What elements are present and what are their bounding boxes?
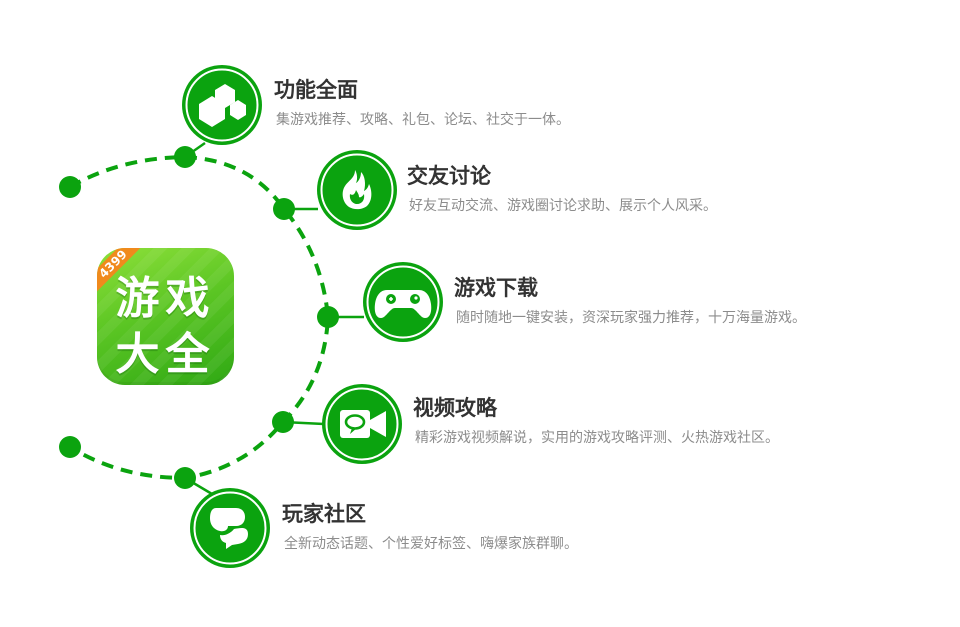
feature-title: 视频攻略 — [413, 396, 497, 420]
arc-node-1 — [174, 146, 196, 168]
feature-title: 功能全面 — [274, 78, 358, 102]
arc-node-2 — [273, 198, 295, 220]
feature-title: 玩家社区 — [282, 502, 366, 526]
gamepad-icon — [374, 290, 432, 318]
logo-text-line2: 大全 — [115, 329, 216, 380]
feature-title: 交友讨论 — [407, 164, 491, 188]
arc-node-left-top — [59, 176, 81, 198]
logo-text-line1: 游戏 — [115, 273, 216, 324]
logo-background-pattern — [97, 248, 234, 385]
video-chat-icon — [340, 410, 386, 438]
arc-node-4 — [272, 411, 294, 433]
feature-description: 集游戏推荐、攻略、礼包、论坛、社交于一体。 — [276, 112, 570, 128]
feature-circle-5 — [190, 488, 270, 568]
feature-description: 好友互动交流、游戏圈讨论求助、展示个人风采。 — [409, 198, 717, 214]
feature-circle-1 — [182, 65, 262, 145]
feature-circle-2 — [317, 150, 397, 230]
arc-node-5 — [174, 467, 196, 489]
arc-node-3 — [317, 306, 339, 328]
arc-node-left-bottom — [59, 436, 81, 458]
app-logo: 4399 游戏 大全 — [97, 248, 234, 385]
feature-description: 精彩游戏视频解说，实用的游戏攻略评测、火热游戏社区。 — [415, 430, 779, 446]
flame-icon — [342, 170, 372, 210]
chat-bubbles-icon — [210, 508, 248, 549]
hexagons-icon — [199, 84, 246, 127]
feature-circle-4 — [322, 384, 402, 464]
feature-circle-3 — [363, 262, 443, 342]
feature-description: 全新动态话题、个性爱好标签、嗨爆家族群聊。 — [284, 536, 578, 552]
feature-description: 随时随地一键安装，资深玩家强力推荐，十万海量游戏。 — [456, 310, 806, 326]
feature-title: 游戏下载 — [454, 276, 538, 300]
